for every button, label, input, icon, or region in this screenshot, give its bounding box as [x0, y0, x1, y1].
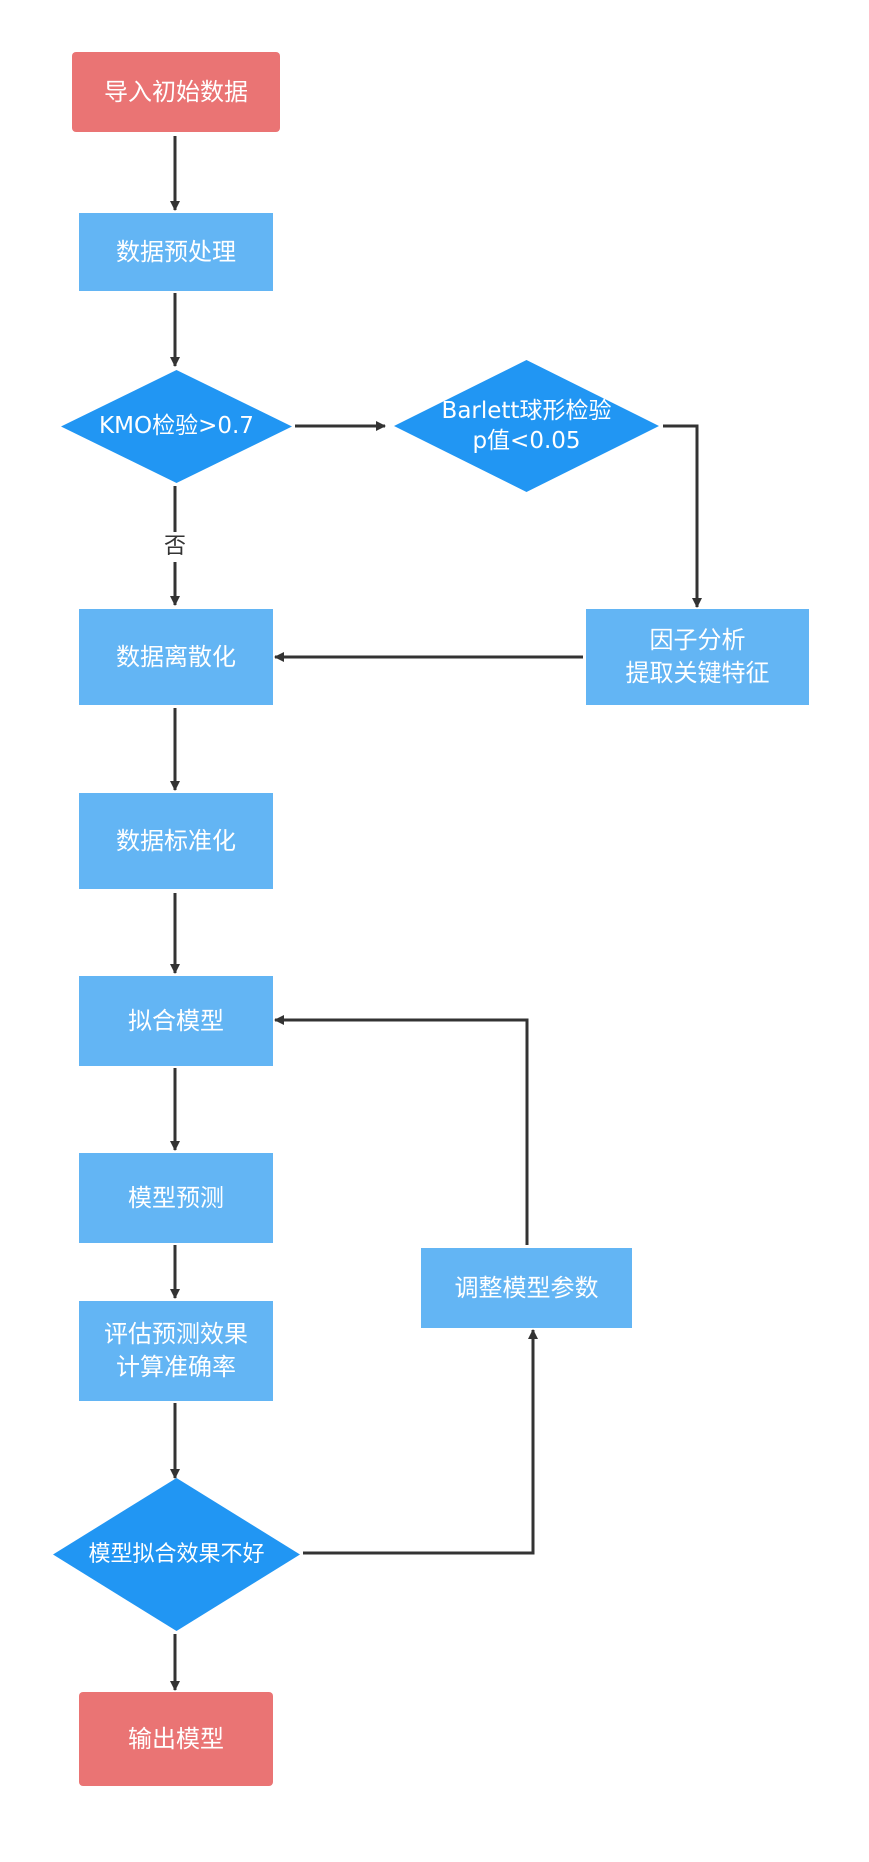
decision-fit-quality: 模型拟合效果不好 — [53, 1478, 300, 1631]
decision-label-line: p值<0.05 — [472, 428, 581, 454]
decision-kmo-shape — [61, 370, 292, 483]
arrow-decision-to-tune — [303, 1329, 538, 1555]
decision-kmo: KMO检验>0.7 — [61, 370, 292, 483]
arrow-barlett-to-factor — [663, 424, 702, 608]
arrow-tune-to-fit — [274, 1015, 529, 1245]
node-preprocess: 数据预处理 — [79, 213, 273, 291]
decision-fit-quality-shape — [53, 1478, 300, 1631]
node-evaluate: 评估预测效果 计算准确率 — [79, 1301, 273, 1401]
decision-label-line: 模型拟合效果不好 — [88, 1542, 265, 1567]
node-fit-model: 拟合模型 — [79, 976, 273, 1066]
decision-label-line: KMO检验>0.7 — [99, 413, 254, 439]
node-label-line: 导入初始数据 — [104, 77, 248, 106]
decision-barlett: Barlett球形检验 p值<0.05 — [394, 360, 659, 492]
node-output-model: 输出模型 — [79, 1692, 273, 1786]
node-label-line: 评估预测效果 — [104, 1320, 248, 1348]
node-label-line: 计算准确率 — [116, 1353, 236, 1381]
node-label-line: 调整模型参数 — [454, 1273, 599, 1302]
node-label-line: 输出模型 — [128, 1724, 224, 1753]
decision-label-line: Barlett球形检验 — [441, 398, 612, 424]
node-label-line: 数据预处理 — [116, 237, 236, 266]
node-factor-analysis: 因子分析 提取关键特征 — [586, 609, 809, 705]
node-label-line: 拟合模型 — [128, 1006, 224, 1035]
decision-barlett-shape — [394, 360, 659, 492]
node-label-line: 提取关键特征 — [625, 659, 770, 687]
node-label-line: 模型预测 — [128, 1183, 224, 1212]
node-label-line: 数据离散化 — [116, 642, 236, 671]
node-discretize: 数据离散化 — [79, 609, 273, 705]
node-import-data: 导入初始数据 — [72, 52, 280, 132]
node-model-predict: 模型预测 — [79, 1153, 273, 1243]
node-standardize: 数据标准化 — [79, 793, 273, 889]
edge-label-no: 否 — [163, 532, 187, 562]
node-tune-params: 调整模型参数 — [421, 1248, 632, 1328]
node-label-line: 因子分析 — [649, 626, 746, 654]
node-label-line: 数据标准化 — [116, 826, 236, 855]
